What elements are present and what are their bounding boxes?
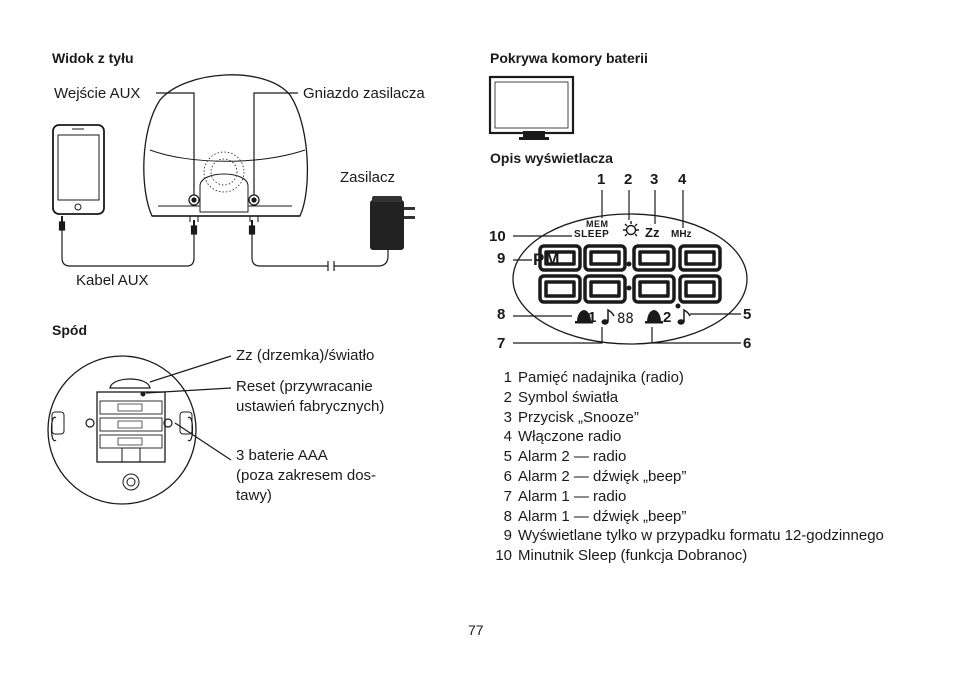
legend-text: Przycisk „Snooze” [518, 408, 639, 426]
lcd-alarm2-number: 2 [663, 309, 672, 326]
back-view-heading: Widok z tyłu [52, 50, 134, 66]
colon-dot-lower [626, 285, 632, 291]
page-number: 77 [468, 622, 484, 638]
callout-10: 10 [489, 228, 506, 245]
lcd-mem-label: MEM [586, 219, 609, 229]
legend-item: 5 Alarm 2 — radio [488, 447, 884, 467]
alarm2-bell-icon [645, 310, 663, 324]
aux-input-label: Wejście AUX [54, 85, 141, 102]
callout-5: 5 [743, 306, 752, 323]
reset-label-line1: Reset (przywracanie [236, 378, 373, 395]
legend-number: 10 [495, 547, 512, 565]
legend-text: Alarm 2 — dźwięk „beep” [518, 467, 687, 485]
display-legend: 1 Pamięć nadajnika (radio) 2 Symbol światł… [488, 368, 884, 566]
colon-dot-upper [626, 261, 632, 267]
callout-3: 3 [650, 171, 659, 188]
display-heading: Opis wyświetlacza [490, 150, 613, 166]
callout-6: 6 [743, 335, 752, 352]
legend-text: Pamięć nadajnika (radio) [518, 369, 684, 386]
legend-item: 1 Pamięć nadajnika (radio) [488, 368, 884, 388]
power-socket-label: Gniazdo zasilacza [303, 85, 425, 102]
callout-8: 8 [497, 306, 506, 323]
power-adapter-label: Zasilacz [340, 169, 396, 186]
legend-item: 2 Symbol światła [488, 388, 884, 408]
lcd-zz-label: Zz [645, 225, 660, 240]
battery-cover-illustration [488, 75, 575, 140]
clock-bottom-illustration [47, 355, 197, 505]
reset-label-line2: ustawień fabrycznych) [236, 398, 385, 415]
callout-1: 1 [597, 171, 606, 188]
smartphone-illustration [52, 124, 105, 215]
legend-number: 8 [503, 507, 512, 525]
power-cable-illustration [248, 220, 389, 271]
aux-cable-label: Kabel AUX [76, 272, 149, 289]
legend-number: 6 [503, 467, 512, 485]
alarm1-bell-icon [575, 310, 593, 324]
legend-item: 7 Alarm 1 — radio [488, 487, 884, 507]
legend-item: 10 Minutnik Sleep (funkcja Dobranoc) [488, 546, 884, 566]
digit-1 [538, 244, 582, 304]
legend-number: 5 [503, 448, 512, 466]
legend-text: Minutnik Sleep (funkcja Dobranoc) [518, 547, 748, 565]
digit-2 [583, 244, 627, 304]
back-leader-lines [156, 92, 298, 195]
digit-3 [632, 244, 676, 304]
lcd-display-illustration [512, 190, 748, 345]
batteries-label-line1: 3 baterie AAA [236, 447, 328, 464]
legend-number: 9 [503, 527, 512, 545]
lcd-small-digits: 88 [617, 311, 634, 327]
lcd-pm-label: PM [533, 250, 561, 269]
legend-number: 3 [503, 408, 512, 426]
legend-text: Alarm 1 — dźwięk „beep” [518, 507, 687, 525]
callout-4: 4 [678, 171, 687, 188]
aux-cable-illustration [58, 216, 198, 267]
legend-text: Symbol światła [518, 388, 619, 406]
alarm1-note-icon [601, 308, 615, 325]
lcd-mhz-label: MHz [671, 229, 692, 240]
display-leader-lines [513, 190, 741, 344]
callout-9: 9 [497, 250, 506, 267]
battery-cover-heading: Pokrywa komory baterii [490, 50, 648, 66]
legend-number: 1 [503, 369, 512, 386]
clock-back-illustration [143, 74, 309, 222]
legend-item: 6 Alarm 2 — dźwięk „beep” [488, 467, 884, 487]
legend-item: 4 Włączone radio [488, 427, 884, 447]
legend-text: Alarm 2 — radio [518, 448, 627, 466]
legend-text: Wyświetlane tylko w przypadku formatu 12… [518, 527, 884, 545]
batteries-label-line2: (poza zakresem dos- [236, 467, 377, 484]
power-adapter-illustration [370, 196, 415, 250]
light-symbol-icon [623, 221, 639, 237]
legend-item: 3 Przycisk „Snooze” [488, 408, 884, 428]
legend-item: 8 Alarm 1 — dźwięk „beep” [488, 507, 884, 527]
legend-number: 4 [503, 428, 512, 446]
legend-item: 9 Wyświetlane tylko w przypadku formatu 1… [488, 526, 884, 546]
snooze-light-label: Zz (drzemka)/światło [236, 347, 375, 364]
legend-number: 2 [503, 388, 512, 406]
lcd-sleep-label: SLEEP [574, 229, 610, 240]
bottom-leader-lines [145, 355, 232, 461]
dot-5 [675, 303, 681, 309]
digit-4 [678, 244, 722, 304]
batteries-label-line3: tawy) [236, 487, 272, 504]
legend-text: Alarm 1 — radio [518, 487, 627, 505]
bottom-view-heading: Spód [52, 322, 87, 338]
callout-2: 2 [624, 171, 633, 188]
legend-number: 7 [503, 487, 512, 505]
alarm2-note-icon [677, 308, 691, 325]
lcd-alarm1-number: 1 [588, 309, 597, 326]
legend-text: Włączone radio [518, 428, 622, 446]
callout-7: 7 [497, 335, 506, 352]
